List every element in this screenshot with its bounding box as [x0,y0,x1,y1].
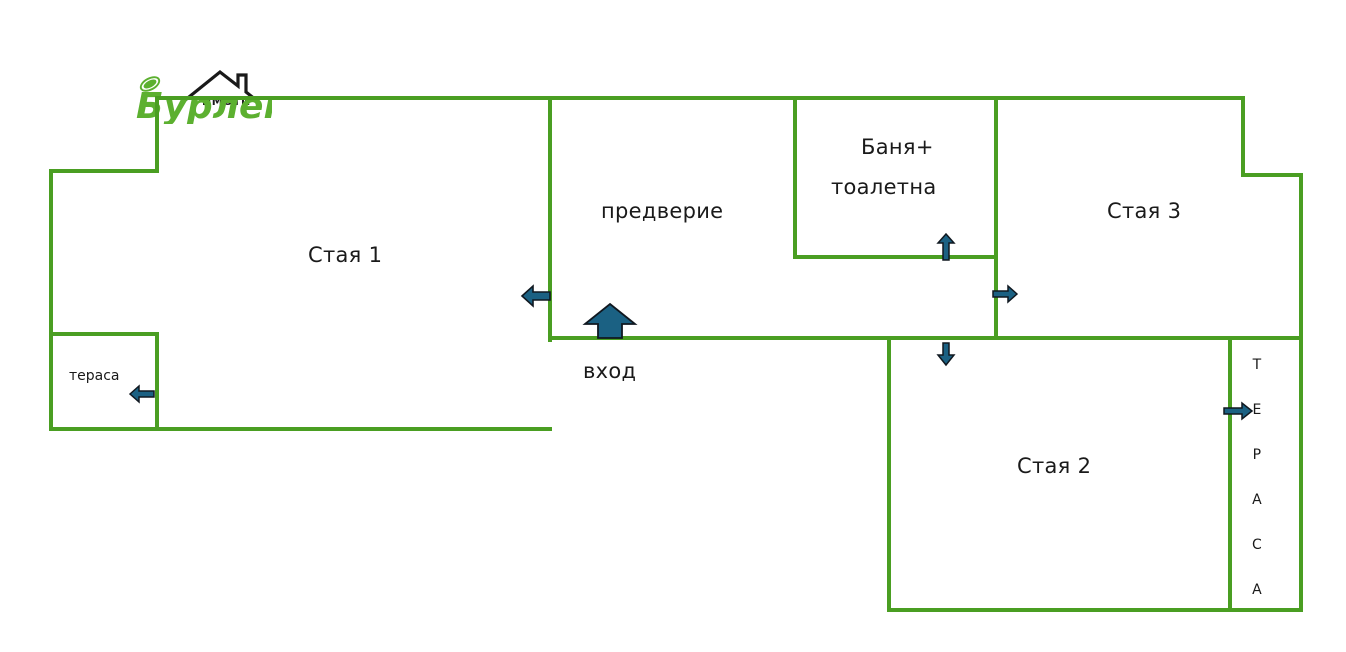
wall-bath-left [793,96,797,258]
wall-top-main [155,96,1245,100]
wall-top-right-step-horizontal [1241,173,1303,177]
wall-room2-bottom [887,608,1303,612]
terrace-letter: А [1252,582,1262,598]
wall-terrace-small-top [49,332,159,336]
room-label-room3: Стая 3 [1107,199,1182,223]
wall-right-upper [1299,173,1303,343]
door-arrow-bath [935,232,957,262]
terrace-letter: С [1252,537,1262,553]
wall-left-upper-horizontal [49,169,159,173]
wall-left-stub-vertical [155,96,159,172]
room-label-bath-line2: тоалетна [831,175,937,199]
door-arrow-room1 [520,283,552,309]
wall-top-right-step-vertical [1241,96,1245,176]
room-label-hallway: предверие [601,199,724,223]
room-label-entrance: вход [583,359,637,383]
door-arrow-room3 [991,283,1019,305]
terrace-letter: Е [1252,402,1262,418]
wall-right-lower [1299,339,1303,611]
wall-terrace-small-right [155,332,159,430]
brand-logo: ИМОТИ Бурлекс [132,56,272,124]
door-arrow-terrace-small [128,383,156,405]
wall-room1-bottom [49,427,552,431]
room-label-terrace-big: Т Е Р А С А [1252,358,1262,628]
room-label-room2: Стая 2 [1017,454,1092,478]
room-label-terrace-small: тераса [69,368,120,384]
wall-terrace-big-left [1228,339,1232,611]
door-arrow-entrance [582,302,638,340]
room-label-bath-line1: Баня+ [861,135,934,159]
wall-room2-left [887,339,891,611]
wall-bath-right [994,96,998,338]
wall-left-outer [49,169,53,430]
wall-room1-hallway-divider [548,96,552,342]
terrace-letter: Р [1252,447,1262,463]
door-arrow-terrace-big [1222,400,1254,422]
room-label-room1: Стая 1 [308,243,383,267]
terrace-letter: А [1252,492,1262,508]
wall-bath-bottom [793,255,998,259]
wall-hallway-bottom [548,336,1303,340]
door-arrow-room2 [935,341,957,367]
terrace-letter: Т [1252,357,1262,373]
